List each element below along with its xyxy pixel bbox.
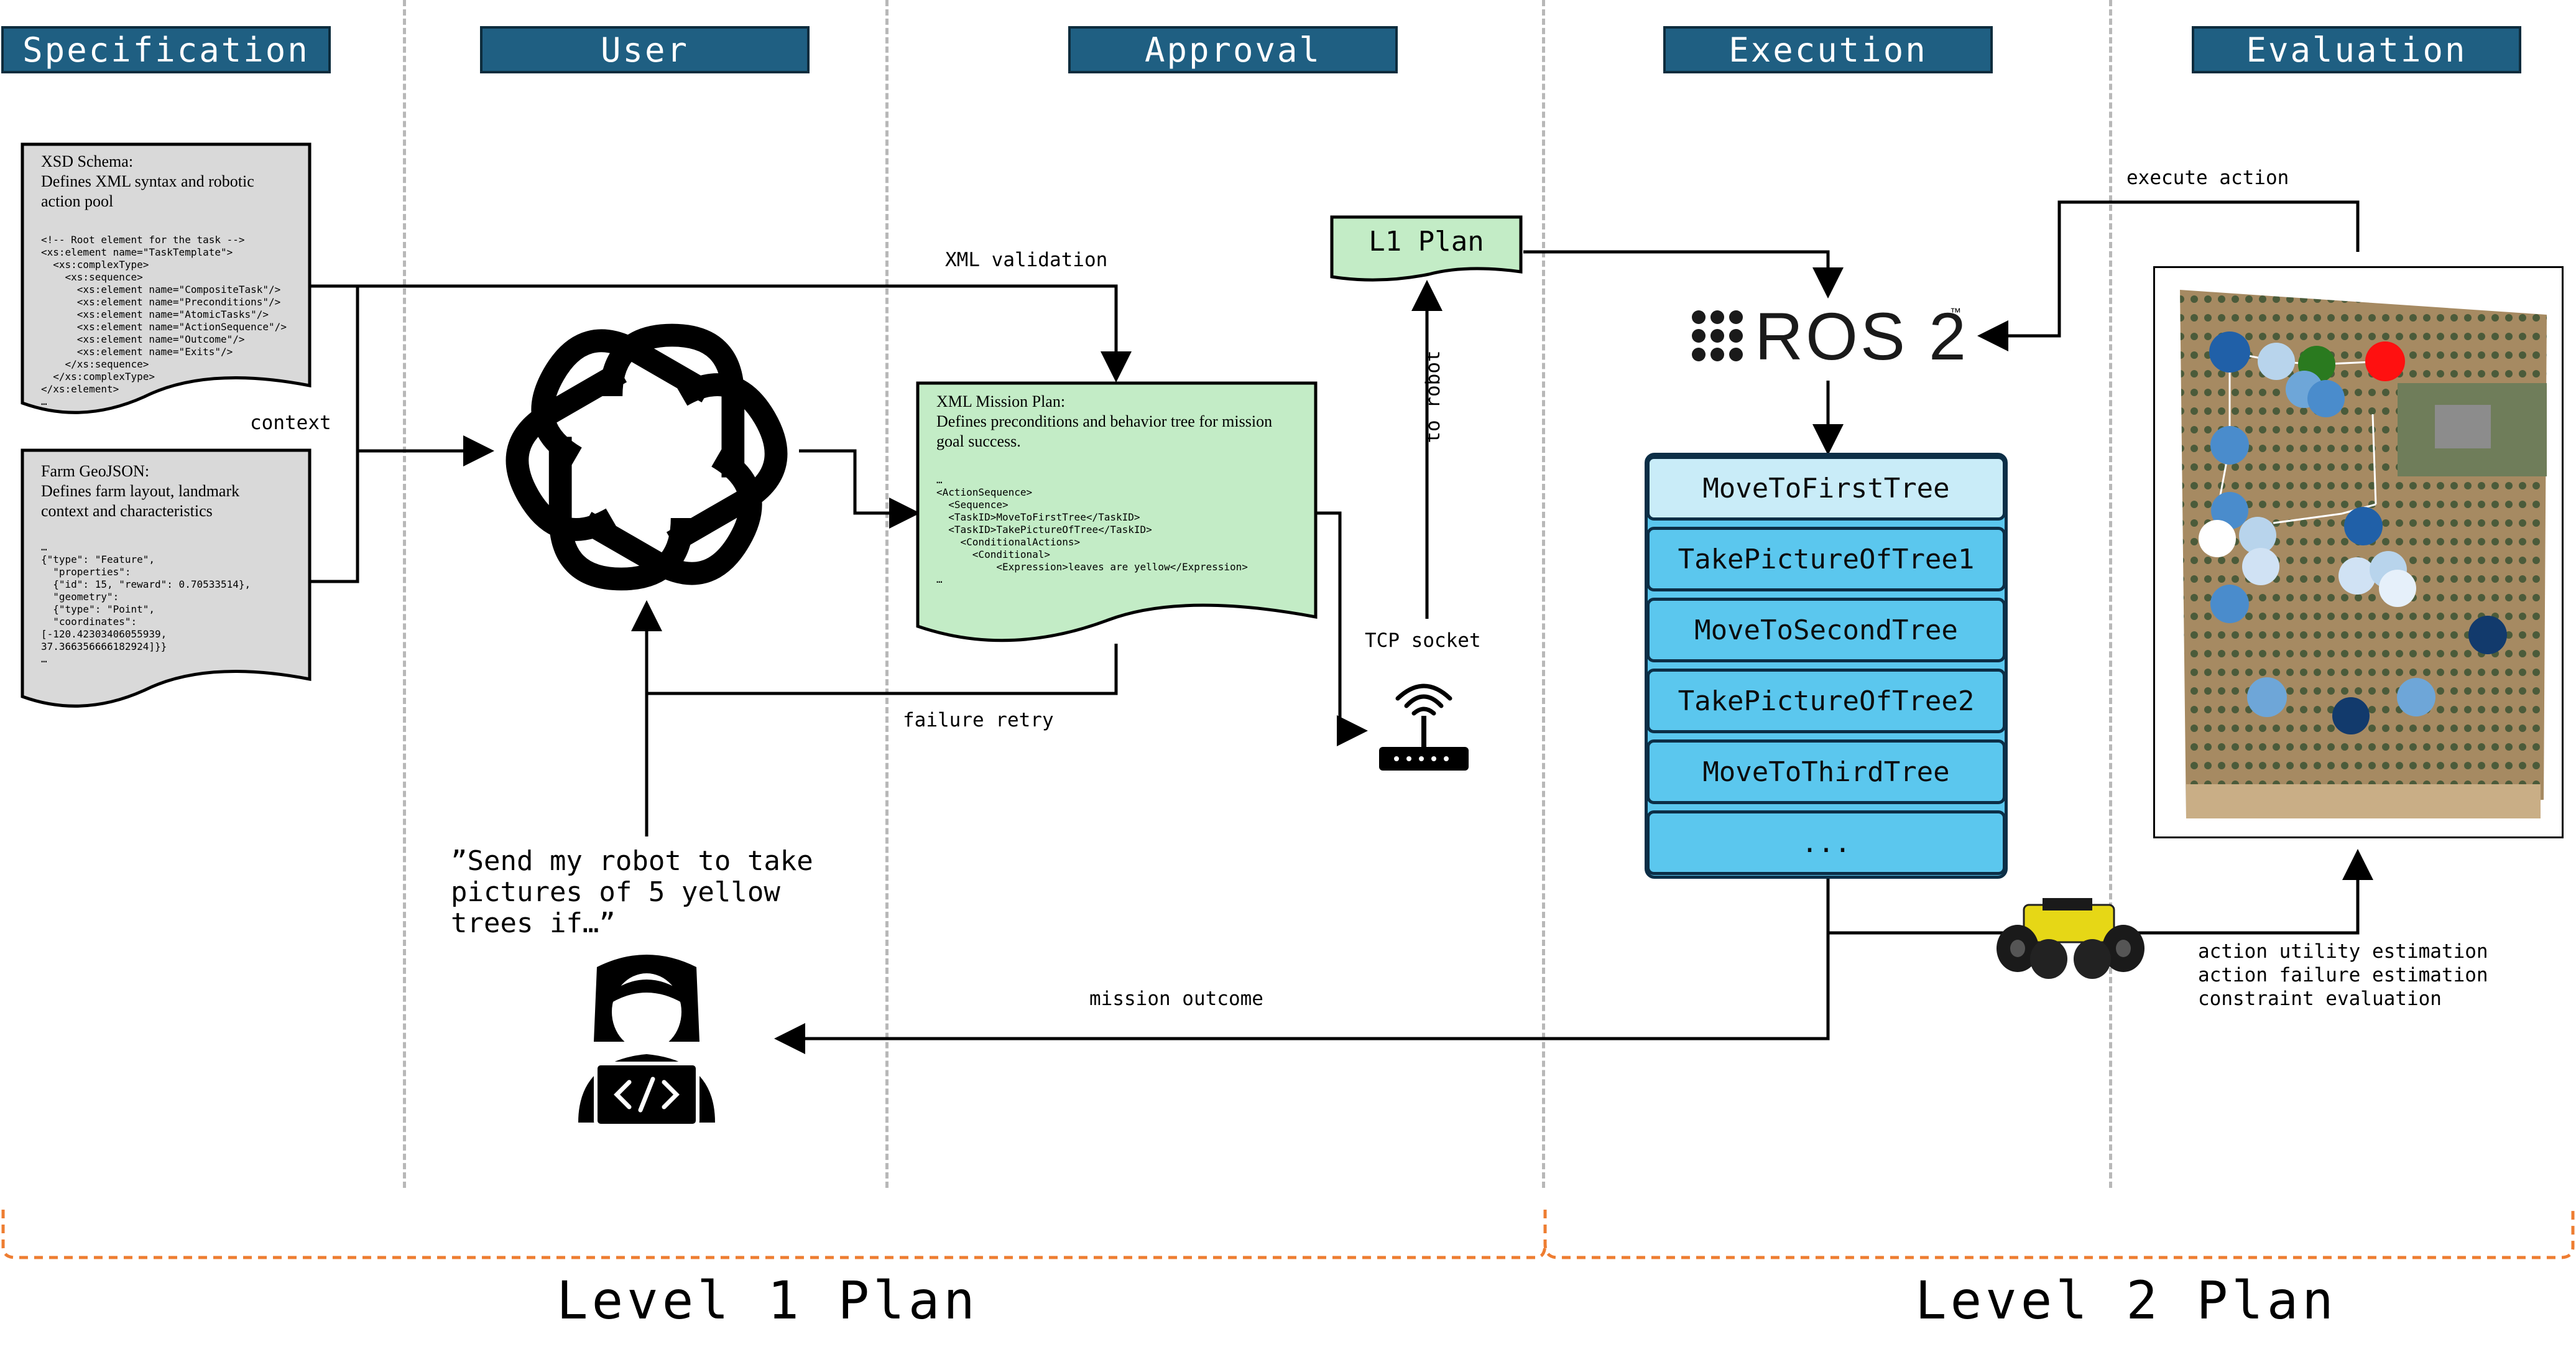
mission-doc-title: XML Mission Plan: Defines preconditions …	[936, 392, 1273, 450]
separator-2	[885, 0, 889, 1188]
action-item-3[interactable]: MoveToSecondTree	[1646, 598, 2006, 662]
l1-plan-doc: L1 Plan	[1329, 215, 1523, 283]
separator-1	[403, 0, 406, 1188]
header-approval: Approval	[1068, 26, 1398, 73]
header-specification: Specification	[1, 26, 331, 73]
level-2-plan-label: Level 2 Plan	[1915, 1270, 2337, 1331]
farm-map	[2180, 290, 2547, 818]
xsd-doc-title: XSD Schema: Defines XML syntax and robot…	[41, 152, 254, 210]
level2-brace	[1543, 1210, 2575, 1259]
separator-3	[1542, 0, 1545, 1188]
user-prompt: ”Send my robot to take pictures of 5 yel…	[451, 845, 813, 939]
failure-retry-arrow	[631, 600, 1118, 695]
action-item-1[interactable]: MoveToFirstTree	[1646, 456, 2006, 521]
geojson-doc-code: … {"type": "Feature", "properties": {"id…	[41, 541, 251, 665]
action-item-4[interactable]: TakePictureOfTree2	[1646, 669, 2006, 733]
context-label: context	[250, 412, 331, 434]
xml-mission-plan-doc: XML Mission Plan: Defines preconditions …	[915, 381, 1318, 648]
header-evaluation: Evaluation	[2192, 26, 2521, 73]
geojson-doc-title: Farm GeoJSON: Defines farm layout, landm…	[41, 462, 240, 520]
ros-text: ROS 2	[1755, 299, 1969, 374]
evaluation-item-1: action utility estimation	[2198, 940, 2488, 963]
farm-map-frame	[2153, 266, 2564, 838]
action-item-5[interactable]: MoveToThirdTree	[1646, 739, 2006, 804]
execute-action-arrow	[1977, 200, 2360, 351]
l1-plan-label: L1 Plan	[1369, 226, 1484, 257]
separator-4	[2109, 0, 2112, 1188]
mission-doc-code: … <ActionSequence> <Sequence> <TaskID>Mo…	[936, 474, 1248, 585]
robot-rover-icon	[1997, 898, 2144, 979]
evaluation-item-2: action failure estimation	[2198, 964, 2488, 986]
gpt-to-plan-arrow	[799, 449, 920, 529]
mission-outcome-label: mission outcome	[1089, 988, 1263, 1010]
xml-validation-label: XML validation	[945, 249, 1108, 271]
context-bracket-line	[308, 284, 359, 583]
header-execution: Execution	[1663, 26, 1993, 73]
ros2-logo: ROS 2 ™	[1690, 297, 1988, 378]
geojson-doc: Farm GeoJSON: Defines farm layout, landm…	[20, 448, 312, 715]
to-robot-label: to robot	[1422, 350, 1444, 443]
llm-logo-icon	[485, 305, 808, 609]
action-item-2[interactable]: TakePictureOfTree1	[1646, 527, 2006, 591]
xsd-doc-code: <!-- Root element for the task --> <xs:e…	[41, 234, 287, 407]
action-item-6[interactable]: ...	[1646, 810, 2006, 875]
xsd-schema-doc: XSD Schema: Defines XML syntax and robot…	[20, 142, 312, 422]
ros-dots-icon	[1692, 310, 1743, 361]
level-1-plan-label: Level 1 Plan	[556, 1270, 979, 1331]
level1-brace	[1, 1210, 1547, 1259]
evaluation-item-3: constraint evaluation	[2198, 988, 2442, 1010]
failure-retry-label: failure retry	[903, 709, 1054, 731]
router-icon	[1379, 683, 1469, 771]
plan-to-router-arrow	[1312, 511, 1368, 746]
execute-action-label: execute action	[2126, 167, 2289, 189]
ros-trademark: ™	[1950, 306, 1961, 318]
tcp-socket-label: TCP socket	[1365, 629, 1481, 652]
user-developer-icon	[578, 955, 715, 1128]
l1-to-ros-arrow	[1523, 250, 1844, 299]
mission-outcome-arrow	[774, 933, 1830, 1054]
header-user: User	[480, 26, 810, 73]
xml-validation-arrow	[358, 284, 1132, 382]
action-list	[1645, 453, 2008, 879]
